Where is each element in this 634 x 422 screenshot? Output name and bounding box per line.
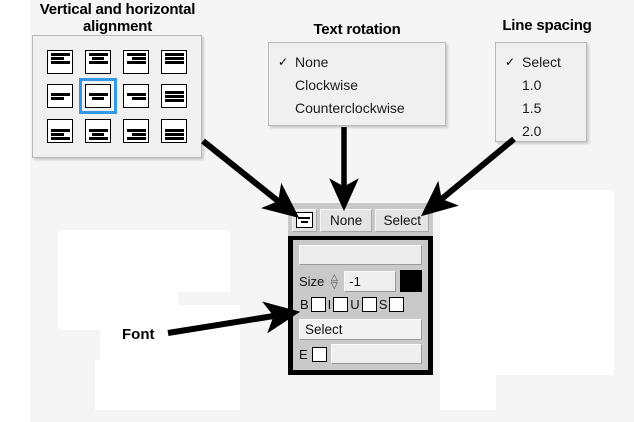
align-middle-left-icon [47, 84, 73, 109]
arrow-alignment [201, 138, 300, 218]
align-bottom-center-icon [85, 118, 111, 143]
bg-block-1 [58, 230, 230, 292]
e-checkbox[interactable] [311, 346, 327, 362]
line-spacing-dropdown[interactable]: ✓ Select 1.0 1.5 2.0 [495, 42, 587, 142]
align-cell-top-left[interactable] [43, 46, 77, 78]
spacing-callout-title: Line spacing [502, 17, 592, 34]
rotation-option-label: Counterclockwise [295, 99, 405, 116]
toolbar-spacing-button[interactable]: Select [375, 208, 430, 232]
italic-checkbox[interactable] [333, 297, 349, 312]
bg-block-6 [496, 190, 614, 375]
rotation-callout-title: Text rotation [313, 21, 401, 38]
align-top-center-icon [85, 50, 111, 75]
strikethrough-checkbox[interactable] [389, 297, 405, 312]
align-cell-middle-justify[interactable] [157, 80, 191, 112]
align-bottom-left-icon [47, 118, 73, 143]
align-top-right-icon [123, 50, 149, 75]
align-cell-top-center[interactable] [81, 46, 115, 78]
e-input[interactable] [330, 344, 422, 364]
rotation-option-label: None [295, 53, 329, 70]
bold-checkbox[interactable] [310, 297, 326, 312]
align-cell-top-right[interactable] [119, 46, 153, 78]
align-cell-top-justify[interactable] [157, 46, 191, 78]
bg-block-3 [100, 305, 240, 360]
font-panel: Size △ ▽ -1 B I U S Select E [288, 236, 433, 375]
align-cell-middle-right[interactable] [119, 80, 153, 112]
spacing-option-1-5[interactable]: 1.5 [496, 96, 586, 119]
italic-label: I [327, 297, 332, 312]
align-cell-bottom-right[interactable] [119, 115, 153, 147]
align-bottom-right-icon [123, 118, 149, 143]
rotation-option-clockwise[interactable]: Clockwise [269, 73, 445, 96]
bg-block-4 [95, 360, 240, 410]
spacing-option-select[interactable]: ✓ Select [496, 50, 586, 73]
align-cell-bottom-justify[interactable] [157, 115, 191, 147]
stepper-down-icon[interactable]: ▽ [330, 280, 338, 290]
spacing-option-label: 1.5 [522, 99, 542, 116]
effect-e-row: E [299, 344, 422, 364]
bg-block-5 [440, 190, 496, 310]
align-cell-bottom-center[interactable] [81, 115, 115, 147]
align-top-justify-icon [161, 50, 187, 75]
spacing-option-label: Select [522, 53, 561, 70]
text-rotation-dropdown[interactable]: ✓ None Clockwise Counterclockwise [268, 42, 446, 126]
effects-select[interactable]: Select [299, 319, 422, 340]
spacing-option-label: 1.0 [522, 76, 542, 93]
alignment-grid[interactable] [41, 45, 193, 148]
alignment-grid-panel[interactable] [32, 35, 202, 158]
align-middle-center-icon [85, 84, 111, 109]
align-cell-middle-center[interactable] [79, 78, 117, 115]
size-label: Size [299, 273, 325, 289]
stepper-up-icon[interactable]: △ [330, 272, 338, 282]
rotation-option-none[interactable]: ✓ None [269, 50, 445, 73]
align-bottom-justify-icon [161, 118, 187, 143]
text-format-toolbar[interactable]: None Select Size △ ▽ -1 B I U S Select E [288, 203, 433, 375]
bg-block-8 [0, 0, 30, 422]
align-cell-middle-left[interactable] [43, 80, 77, 112]
font-callout-label: Font [122, 326, 155, 343]
toolbar-alignment-button[interactable] [292, 208, 317, 232]
font-size-row: Size △ ▽ -1 [299, 270, 422, 292]
font-name-input[interactable] [299, 245, 422, 265]
font-size-input[interactable]: -1 [344, 270, 396, 292]
align-top-left-icon [47, 50, 73, 75]
check-icon: ✓ [277, 54, 289, 69]
align-center-icon [295, 212, 313, 228]
spacing-option-label: 2.0 [522, 122, 542, 139]
toolbar-top-row: None Select [288, 203, 433, 236]
rotation-option-counterclockwise[interactable]: Counterclockwise [269, 96, 445, 119]
align-middle-right-icon [123, 84, 149, 109]
check-icon: ✓ [504, 54, 516, 69]
alignment-callout-title: Vertical and horizontal alignment [39, 1, 196, 35]
size-stepper[interactable]: △ ▽ [328, 271, 340, 292]
align-cell-bottom-left[interactable] [43, 115, 77, 147]
e-label: E [299, 346, 308, 362]
font-style-row: B I U S [299, 297, 422, 312]
toolbar-rotation-button[interactable]: None [319, 208, 373, 232]
underline-checkbox[interactable] [361, 297, 377, 312]
spacing-option-1-0[interactable]: 1.0 [496, 73, 586, 96]
bg-block-7 [440, 300, 496, 410]
rotation-option-label: Clockwise [295, 76, 359, 93]
font-color-swatch[interactable] [400, 270, 422, 292]
underline-label: U [350, 297, 360, 312]
strikethrough-label: S [378, 297, 388, 312]
bold-label: B [300, 297, 309, 312]
align-middle-justify-icon [161, 84, 187, 109]
spacing-option-2-0[interactable]: 2.0 [496, 119, 586, 142]
